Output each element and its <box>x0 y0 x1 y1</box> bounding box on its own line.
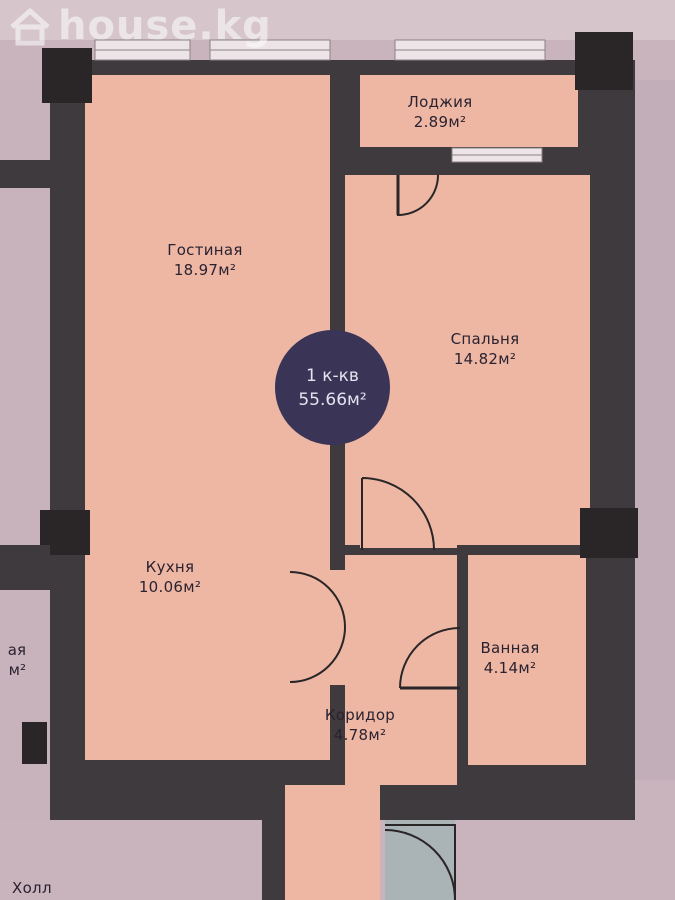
corridor-upper-fill <box>360 478 457 548</box>
door-bathroom <box>399 627 461 689</box>
room-name: Коридор <box>324 706 396 724</box>
neighbor-wall-left-col <box>22 722 47 764</box>
room-area: 4.78м² <box>333 726 387 744</box>
column-top-left <box>42 48 92 103</box>
room-bathroom <box>468 555 586 765</box>
label-corridor: Коридор 4.78м² <box>300 705 420 745</box>
door-loggia <box>397 174 439 217</box>
column-top-right <box>575 32 633 90</box>
entrance-vestibule <box>285 785 380 900</box>
label-bedroom: Спальня 14.82м² <box>420 329 550 369</box>
label-loggia: Лоджия 2.89м² <box>380 92 500 132</box>
room-area: 14.82м² <box>453 350 517 368</box>
room-corridor-fill <box>345 555 457 785</box>
room-area: 2.89м² <box>413 113 467 131</box>
opening-kitchen-corridor <box>290 570 350 685</box>
wall-entrance-left <box>262 820 285 900</box>
watermark: house.kg <box>8 2 272 50</box>
apartment-total-area: 55.66м² <box>298 389 367 410</box>
room-loggia <box>360 75 578 147</box>
room-name: Спальня <box>450 330 520 348</box>
neighbor-label-partial: ая м² <box>0 640 26 680</box>
neighbor-area-left <box>0 80 50 820</box>
room-area: 10.06м² <box>138 578 202 596</box>
room-area: 18.97м² <box>173 261 237 279</box>
door-entrance <box>384 824 456 900</box>
top-strip <box>0 0 675 40</box>
wall-inner-vertical <box>330 75 345 545</box>
door-kitchen-lower <box>289 626 346 683</box>
room-name: Гостиная <box>167 241 243 259</box>
entrance-gap <box>385 820 455 900</box>
wall-bath-left <box>457 548 468 768</box>
neighbor-area-fragment: м² <box>8 661 26 679</box>
label-kitchen: Кухня 10.06м² <box>105 557 235 597</box>
door-kitchen-upper <box>289 571 346 628</box>
label-bathroom: Ванная 4.14м² <box>450 638 570 678</box>
watermark-text: house.kg <box>58 3 272 49</box>
apartment-badge: 1 к-кв 55.66м² <box>275 330 390 445</box>
column-mid-right <box>580 508 638 558</box>
room-name: Кухня <box>145 558 195 576</box>
house-icon <box>10 8 50 46</box>
wall-bed-bottom <box>345 545 590 555</box>
apartment-type: 1 к-кв <box>306 365 359 386</box>
label-hall: Холл <box>12 878 72 898</box>
room-name: Лоджия <box>407 93 473 111</box>
room-name: Ванная <box>480 639 540 657</box>
neighbor-name-fragment: ая <box>7 641 26 659</box>
room-area: 4.14м² <box>483 659 537 677</box>
hall-name: Холл <box>12 879 52 897</box>
label-living-room: Гостиная 18.97м² <box>140 240 270 280</box>
neighbor-wall-left-mid <box>0 545 50 590</box>
door-bedroom <box>361 477 435 551</box>
neighbor-wall-left-upper <box>0 160 50 188</box>
